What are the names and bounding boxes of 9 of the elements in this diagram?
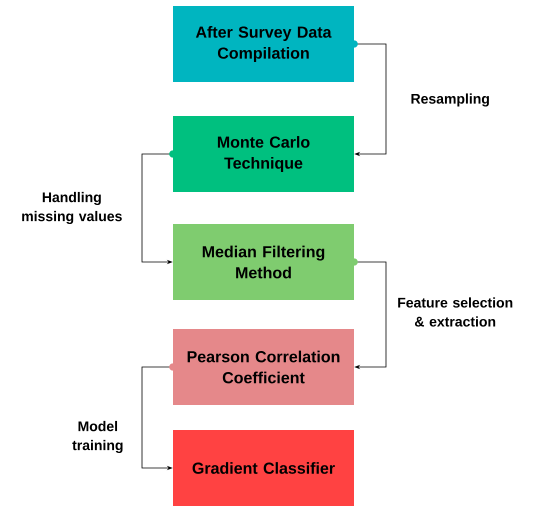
edge-label: Feature selection & extraction — [398, 297, 512, 327]
process-box: Median Filtering Method — [173, 224, 354, 300]
edge-label: Resampling — [411, 93, 489, 107]
edge-label: Model training — [72, 420, 123, 454]
process-box: Pearson Correlation Coefficient — [173, 328, 354, 405]
process-box: After Survey Data Compilation — [173, 6, 354, 82]
process-box: Gradient Classifier — [173, 430, 354, 506]
process-box: Monte Carlo Technique — [173, 116, 354, 192]
edge-label: Handling missing values — [22, 192, 122, 224]
